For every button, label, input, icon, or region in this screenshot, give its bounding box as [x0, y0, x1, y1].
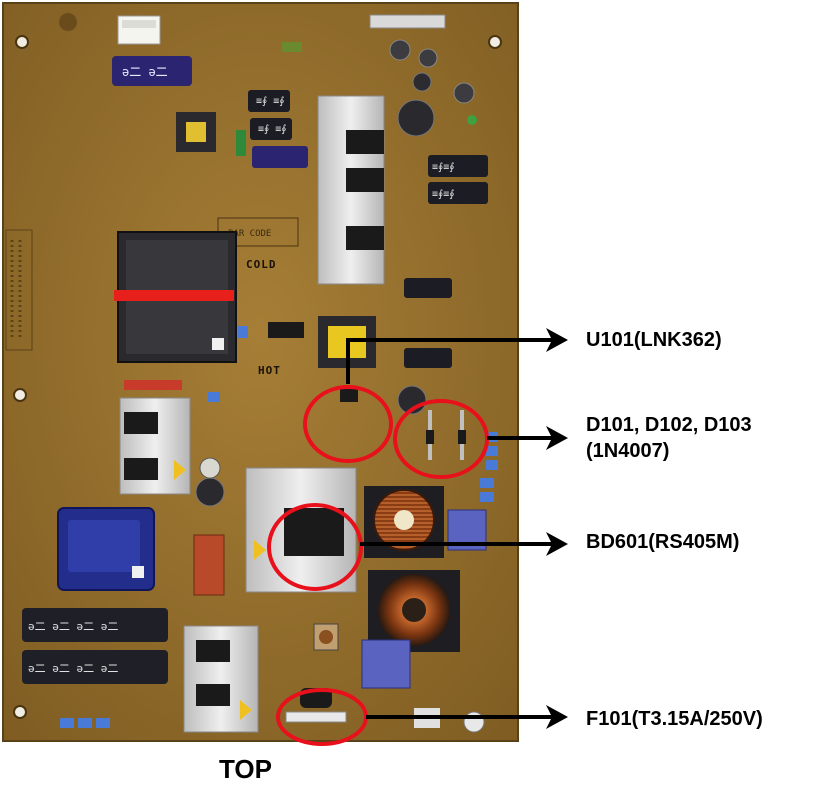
svg-text:ǝ㆓ ǝ㆓: ǝ㆓ ǝ㆓: [122, 65, 168, 79]
svg-text:ǝ㆓ ǝ㆓ ǝ㆓ ǝ㆓: ǝ㆓ ǝ㆓ ǝ㆓ ǝ㆓: [28, 620, 118, 633]
chokes: [313, 486, 487, 689]
callout-label-d101-line2: (1N4007): [586, 440, 670, 462]
svg-text:≡∮ ≡∮: ≡∮ ≡∮: [256, 96, 284, 107]
svg-text:BAR CODE: BAR CODE: [228, 229, 271, 239]
transformer-red-tape: [114, 290, 234, 301]
callout-label-bd601: BD601(RS405M): [586, 531, 740, 553]
board-view-label: TOP: [219, 754, 272, 784]
arrow-u101: [346, 338, 552, 384]
heatsinks: [119, 95, 385, 733]
svg-text:≡∮ ≡∮: ≡∮ ≡∮: [258, 124, 286, 135]
highlight-bd601: [267, 503, 363, 591]
callout-label-d101-line1: D101, D102, D103: [586, 414, 752, 436]
callout-arrows: [346, 328, 568, 729]
svg-text:≡∮≡∮: ≡∮≡∮: [432, 189, 454, 200]
highlight-u101: [303, 385, 393, 463]
top-connector: [117, 14, 446, 45]
callout-label-u101: U101(LNK362): [586, 329, 722, 351]
svg-text:ǝ㆓ ǝ㆓ ǝ㆓ ǝ㆓: ǝ㆓ ǝ㆓ ǝ㆓ ǝ㆓: [28, 662, 118, 675]
callout-label-f101: F101(T3.15A/250V): [586, 708, 763, 730]
svg-text:≡∮≡∮: ≡∮≡∮: [432, 162, 454, 173]
